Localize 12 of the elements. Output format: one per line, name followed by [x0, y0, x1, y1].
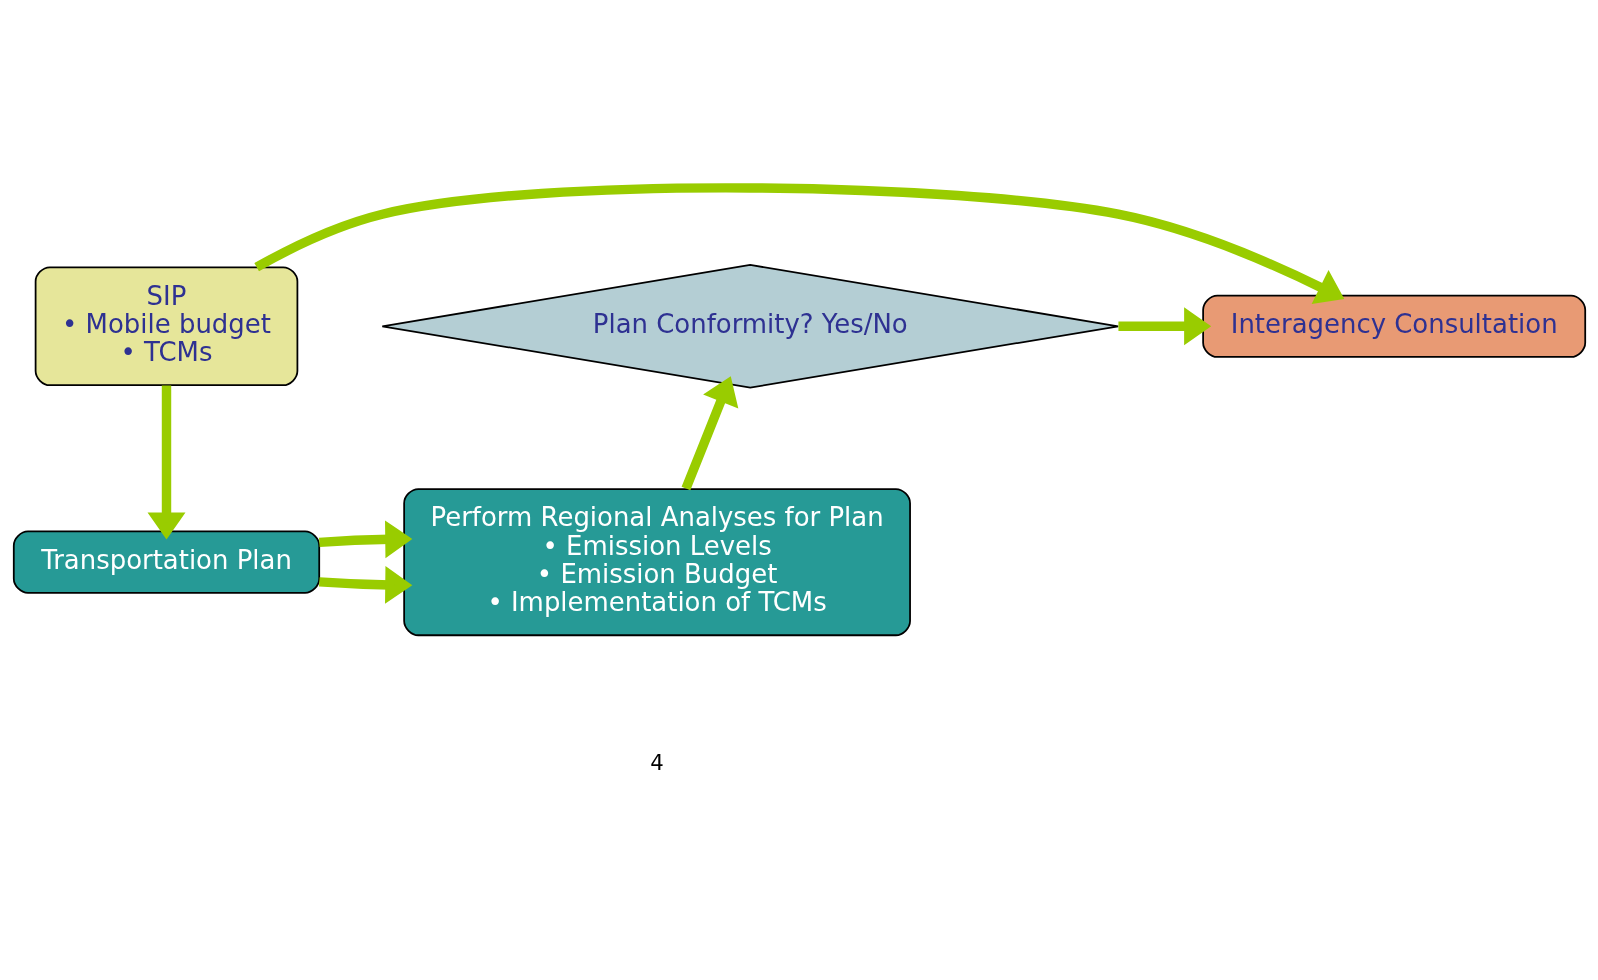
arrow — [318, 519, 412, 558]
arrow — [318, 565, 412, 604]
node-box: SIP • Mobile budget • TCMs — [34, 265, 298, 386]
arrow — [147, 385, 185, 540]
arrow — [253, 182, 1344, 304]
node-box: Transportation Plan — [12, 530, 320, 594]
arrow — [1117, 306, 1211, 345]
node-diamond: Plan Conformity? Yes/No — [380, 263, 1119, 388]
arrow — [681, 375, 738, 490]
node-box: Interagency Consultation — [1201, 294, 1586, 358]
label: 4 — [649, 749, 664, 775]
node-box: Perform Regional Analyses for Plan • Emission Levels • Emission Budget • Implementation of TCMs — [402, 487, 911, 636]
